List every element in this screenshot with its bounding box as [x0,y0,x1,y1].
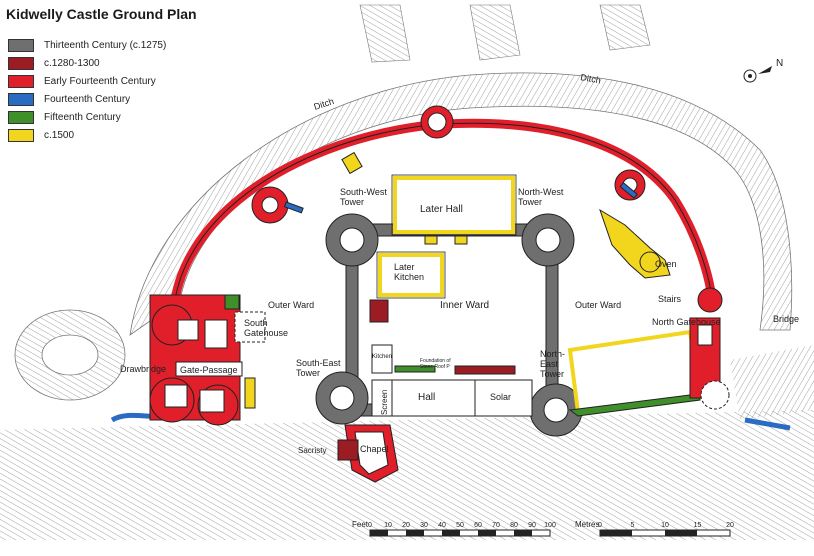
north-label: N [776,58,783,69]
oven-complex [599,208,671,279]
chapel-building [337,424,399,483]
legend-swatch [8,128,34,142]
solar-label: Solar [490,392,511,402]
hall-label: Hall [418,392,435,403]
scale-feet-tick: 0 [368,522,372,529]
stairs-label: Stairs [658,294,682,304]
scale-feet-tick: 80 [510,522,518,529]
legend-swatch [8,38,34,52]
map-labels: Ditch Ditch Later Hall Oven Stairs Outer… [120,72,799,455]
legend-label: Fifteenth Century [44,111,121,123]
gate-passage-label: Gate-Passage [180,365,238,375]
drawbridge-label: Drawbridge [120,364,166,374]
page-title: Kidwelly Castle Ground Plan [6,6,197,22]
bridge-label: Bridge [773,314,799,324]
legend-item: c.1500 [8,126,166,144]
kitchen-label: Kitchen [372,354,392,360]
scale-feet-tick: 60 [474,522,482,529]
legend-item: Fourteenth Century [8,90,166,108]
inner-ward [315,213,583,437]
later-hall [376,174,517,299]
scale-metres-unit: Metres [575,520,599,529]
legend-item: Thirteenth Century (c.1275) [8,36,166,54]
scale-metres-tick: 5 [631,522,635,529]
outer-ward-label-west: Outer Ward [268,300,314,310]
scale-bar-feet: Feet 0 10 20 30 40 50 60 70 80 90 100 [352,520,556,537]
scale-metres-tick: 10 [661,522,669,529]
legend-label: c.1280-1300 [44,57,100,69]
scale-feet-tick: 70 [492,522,500,529]
legend-item: c.1280-1300 [8,54,166,72]
scale-feet-tick: 90 [528,522,536,529]
legend-swatch [8,74,34,88]
scale-feet-tick: 100 [544,522,556,529]
north-gatehouse-label: North Gatehouse [652,317,721,327]
legend-item: Early Fourteenth Century [8,72,166,90]
inner-ward-label: Inner Ward [440,300,489,311]
scale-bar-metres: Metres 0 5 10 15 20 [575,520,734,537]
outer-ward-label-east: Outer Ward [575,300,621,310]
scale-metres-tick: 0 [598,522,602,529]
outer-towers [251,105,723,313]
scale-metres-tick: 20 [726,522,734,529]
scale-feet-tick: 20 [402,522,410,529]
scale-feet-tick: 10 [384,522,392,529]
legend-item: Fifteenth Century [8,108,166,126]
later-hall-label: Later Hall [420,204,463,215]
ditch-earthwork [0,4,814,540]
legend-label: Early Fourteenth Century [44,75,156,87]
oven-label: Oven [655,259,677,269]
screen-label: Screen [380,390,389,415]
outer-curtain-outline [174,122,713,301]
legend-label: Fourteenth Century [44,93,131,105]
chapel-label: Chapel [360,444,389,454]
north-east-buildings [567,317,730,417]
legend-swatch [8,56,34,70]
scale-feet-tick: 30 [420,522,428,529]
sacristy-label: Sacristy [298,446,326,455]
moat-water-east [744,417,791,431]
south-gatehouse-complex [149,294,266,426]
scale-feet-tick: 40 [438,522,446,529]
scale-feet-tick: 50 [456,522,464,529]
scale-feet-unit: Feet [352,520,369,529]
scale-metres-tick: 15 [694,522,702,529]
legend-swatch [8,110,34,124]
north-arrow-icon: N [743,58,783,83]
legend-swatch [8,92,34,106]
legend-label: Thirteenth Century (c.1275) [44,39,167,51]
ditch-label-east: Ditch [580,72,602,85]
legend-label: c.1500 [44,129,75,141]
